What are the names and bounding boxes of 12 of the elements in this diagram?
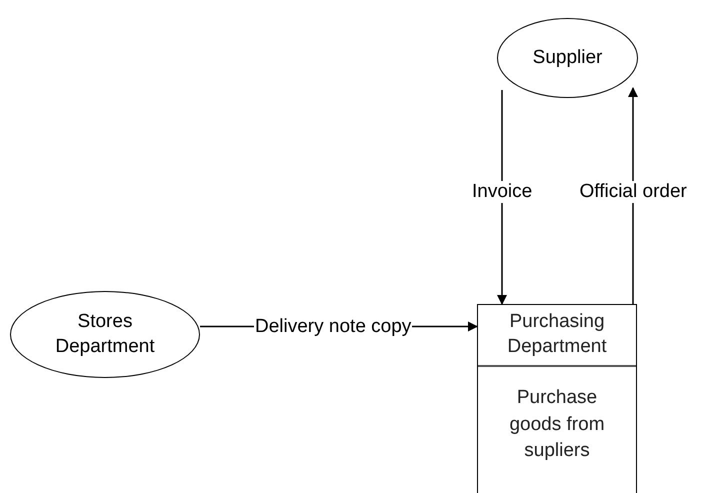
edge-label: Delivery note copy [254, 316, 412, 338]
arrow [497, 90, 507, 305]
entity-ellipse [10, 291, 200, 378]
arrow [628, 87, 638, 304]
entity-ellipse [497, 18, 638, 98]
entity-name: Stores Department [54, 310, 156, 358]
process-description: Purchase goods from supliers [508, 386, 606, 464]
entity-name: Supplier [532, 46, 602, 70]
process-box [477, 304, 637, 493]
process-title: Purchasing Department [506, 310, 608, 359]
edge-label: Official order [578, 181, 688, 203]
edge-label: Invoice [471, 181, 534, 203]
